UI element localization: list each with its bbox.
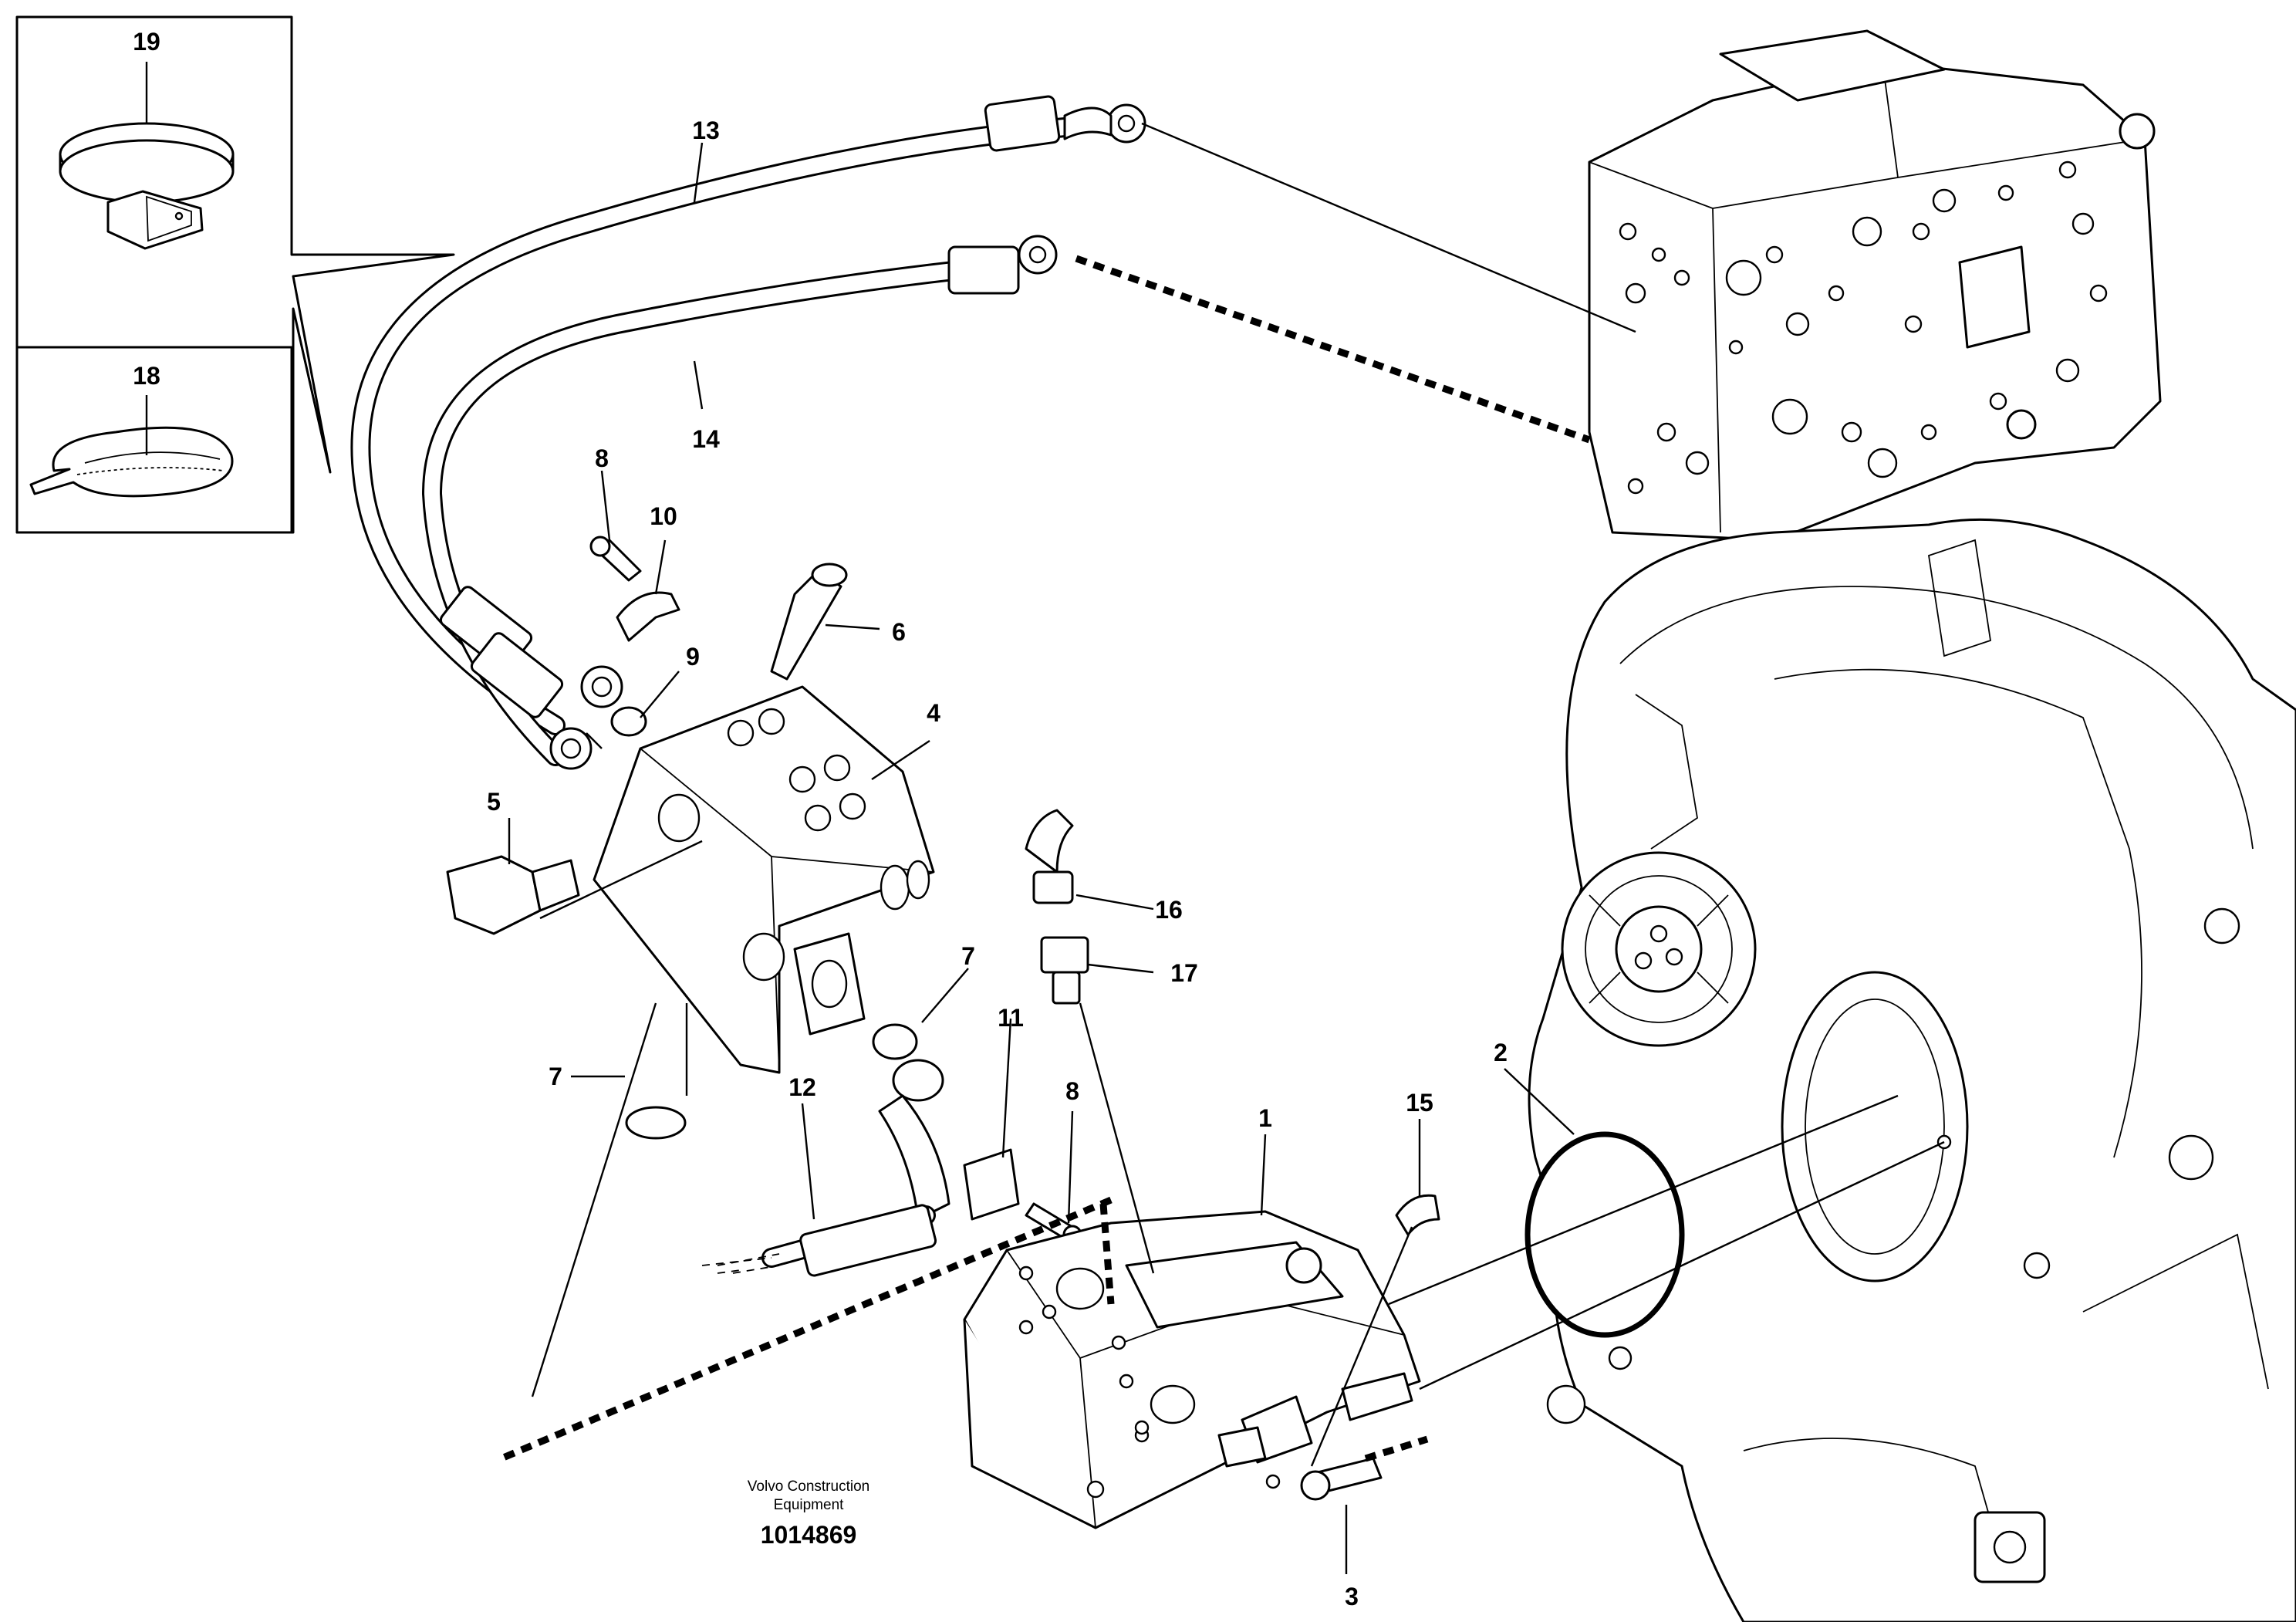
document-number: 1014869 [761,1521,857,1549]
callout-14: 14 [692,425,720,453]
callout-9: 9 [686,643,700,671]
elbow-fitting [878,1059,950,1221]
callout-17: 17 [1170,959,1198,987]
callout-13: 13 [692,117,720,144]
bolt-6 [770,563,848,681]
fitting-17 [1040,936,1089,1005]
callout-labels: 19 18 13 14 8 10 6 9 4 5 16 17 7 11 7 8 … [133,28,1508,1610]
callout-19: 19 [133,28,160,56]
callout-7-left: 7 [549,1063,562,1090]
bolt-3 [1300,1457,1383,1501]
fitting-15 [1395,1194,1440,1236]
assembly-dashes [500,255,1591,1462]
control-valve-block [1588,29,2162,542]
o-rings [610,706,1685,1338]
hose-12 [761,1204,937,1277]
callout-3: 3 [1345,1583,1359,1610]
credit-line-2: Equipment [774,1497,845,1513]
callout-8-upper: 8 [595,444,609,472]
fitting-16 [1025,809,1074,904]
callout-6: 6 [892,618,906,646]
callout-7-right: 7 [961,942,975,970]
callout-1: 1 [1258,1104,1272,1132]
clamp-11 [963,1148,1020,1221]
callout-2: 2 [1494,1039,1508,1066]
callout-12: 12 [788,1073,816,1101]
callout-16: 16 [1155,896,1183,924]
callout-15: 15 [1406,1089,1433,1117]
engine-housing [1528,518,2296,1622]
callout-5: 5 [487,788,501,816]
inset-panel-18 [15,346,293,534]
hose-13 [350,95,1146,735]
pump-1 [963,1210,1421,1529]
callout-10: 10 [650,502,677,530]
plug-5 [446,855,580,935]
callout-4: 4 [927,699,940,727]
credit-line-1: Volvo Construction [748,1478,869,1495]
clamp-10 [616,591,680,642]
publisher-credit: Volvo Construction Equipment 1014869 [748,1478,869,1549]
valve-block-4 [593,685,935,1074]
hose-end-fittings [439,586,623,770]
callout-11: 11 [998,1004,1024,1032]
callout-8-lower: 8 [1065,1077,1079,1105]
leader-lines [145,62,1945,1574]
bolt-8-upper [589,536,642,582]
callout-18: 18 [133,362,160,390]
